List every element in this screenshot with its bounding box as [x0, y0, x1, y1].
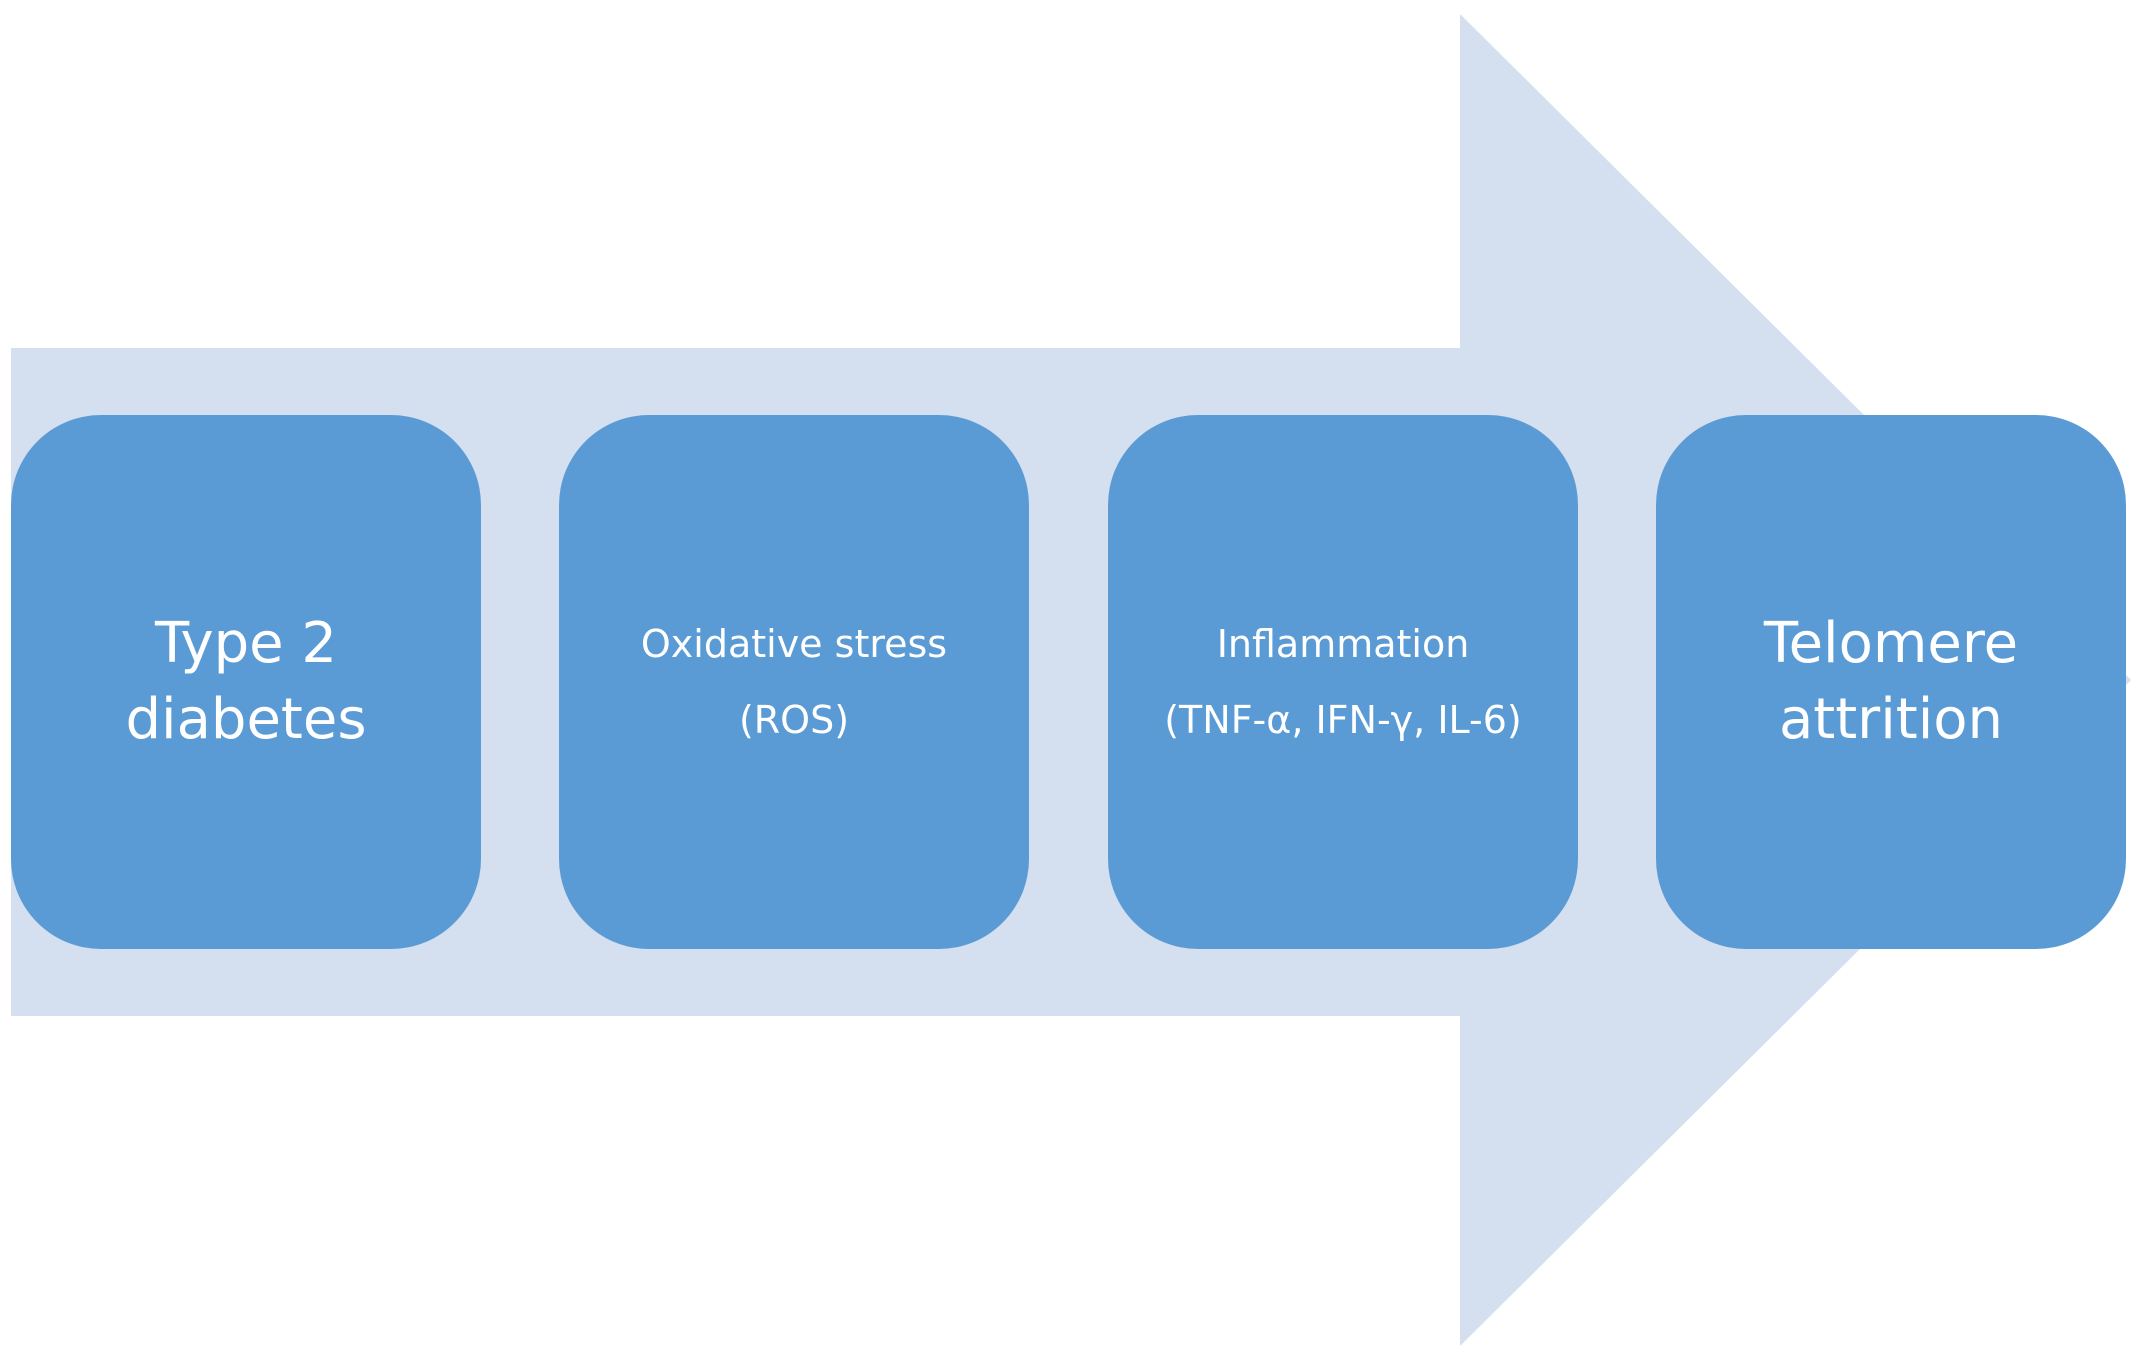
step-3-line-2: (TNF-α, IFN-γ, IL-6): [1164, 698, 1522, 742]
step-box-telomere-attrition: Telomere attrition: [1656, 415, 2126, 949]
step-box-oxidative-stress: Oxidative stress (ROS): [559, 415, 1029, 949]
step-box-type-2-diabetes: Type 2 diabetes: [11, 415, 481, 949]
step-1-line-1: Type 2: [154, 611, 338, 676]
step-2-line-2: (ROS): [738, 698, 850, 742]
step-3-line-1: Inflammation: [1216, 622, 1470, 666]
step-2-line-1: Oxidative stress: [640, 622, 948, 666]
step-box-inflammation: Inflammation (TNF-α, IFN-γ, IL-6): [1108, 415, 1578, 949]
arrow-shape: [11, 14, 2131, 1346]
step-1-line-2: diabetes: [125, 687, 367, 752]
step-4-line-1: Telomere: [1763, 611, 2019, 676]
step-4-line-2: attrition: [1778, 687, 2004, 752]
